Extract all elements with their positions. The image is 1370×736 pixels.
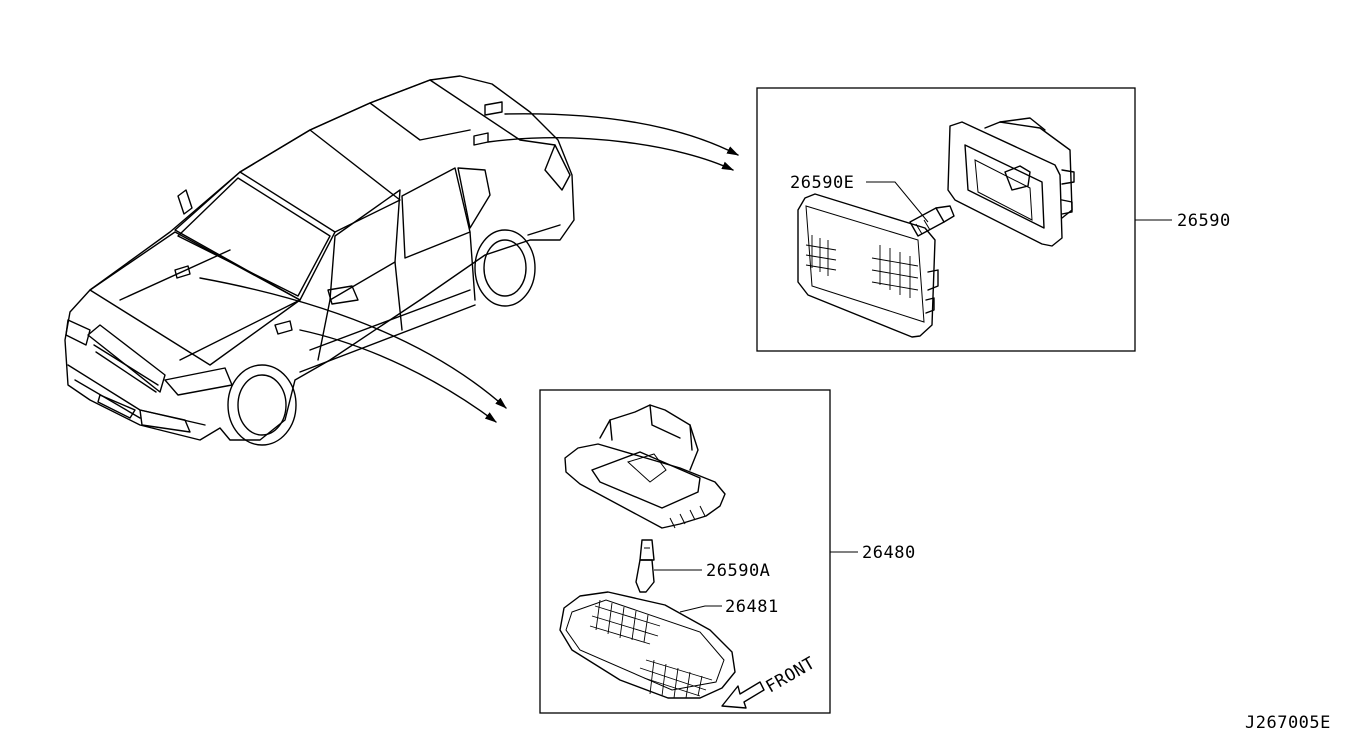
- callout-26480: 26480: [862, 543, 916, 563]
- upper-housing-drawing: [947, 117, 1075, 247]
- location-arrows: [199, 113, 739, 423]
- lower-housing-drawing: [564, 404, 726, 529]
- car-illustration: [64, 75, 575, 446]
- lower-bulb-drawing: [635, 539, 655, 593]
- callout-26481: 26481: [725, 597, 779, 617]
- upper-lens-drawing: [797, 193, 939, 338]
- callout-26590A: 26590A: [706, 561, 770, 581]
- diagram-code: J267005E: [1245, 713, 1331, 733]
- callout-26590E: 26590E: [790, 173, 854, 193]
- callout-26590: 26590: [1177, 211, 1231, 231]
- upper-lamp-panel: 26590E 26590: [756, 87, 1231, 352]
- front-indicator-label: FRONT: [763, 653, 819, 697]
- lower-lens-drawing: [559, 591, 736, 699]
- lower-lamp-panel: FRONT 26590A 26481 26480: [539, 389, 916, 714]
- front-arrow-icon: [721, 681, 765, 709]
- upper-bulb-drawing: [909, 205, 955, 237]
